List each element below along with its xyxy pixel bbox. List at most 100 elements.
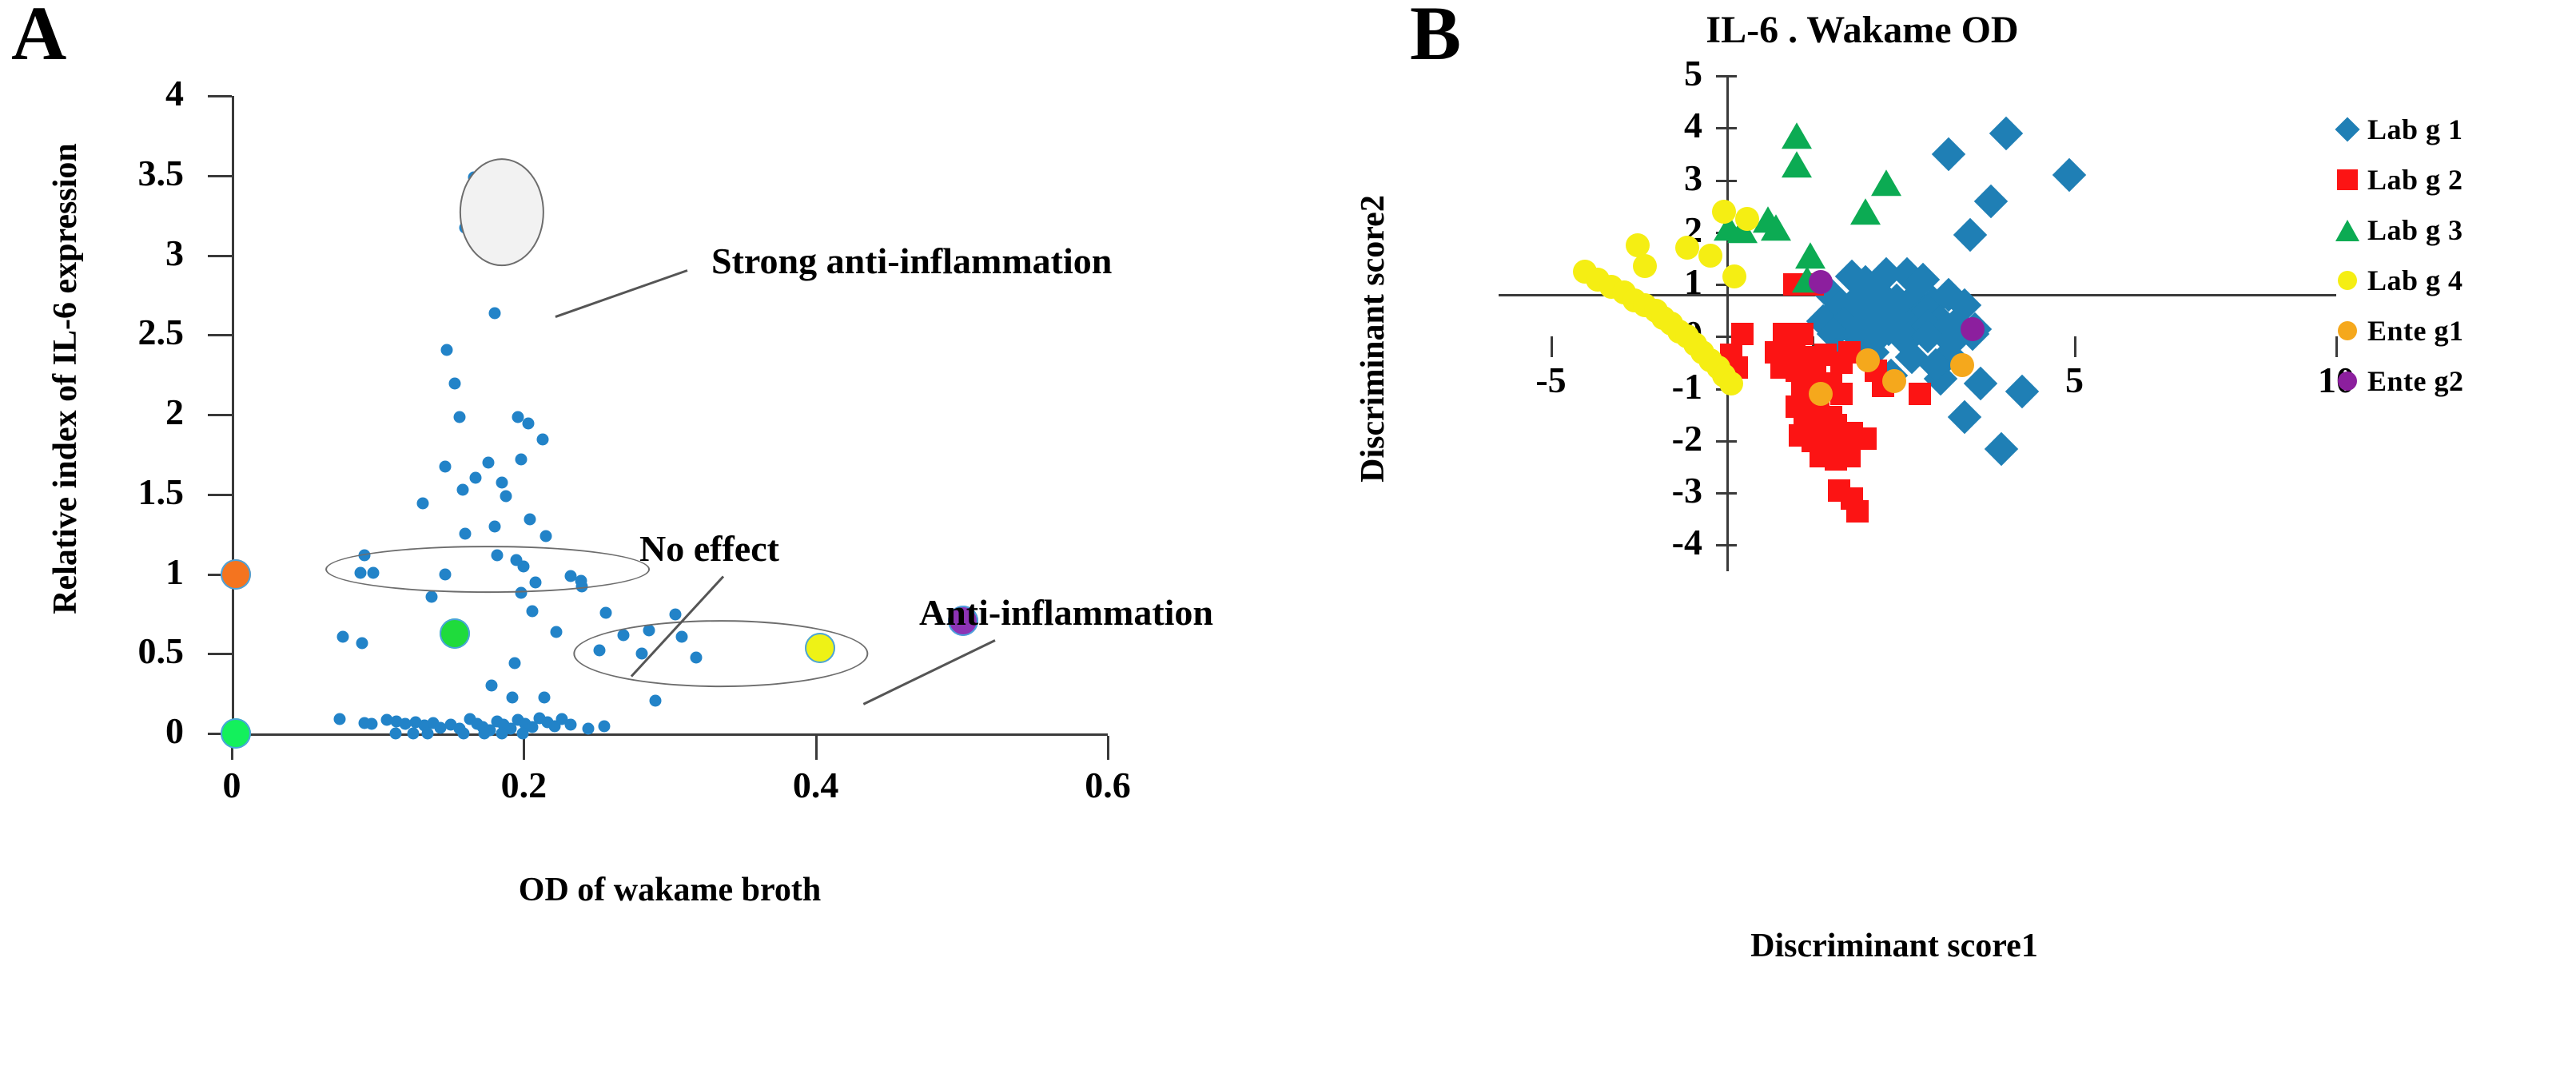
panel-a-x-tick (1107, 736, 1109, 760)
panel-b-point-square (1790, 323, 1814, 346)
panel-b-point-triangle (1849, 198, 1881, 225)
panel-a-x-tick-label: 0 (222, 765, 241, 805)
panel-b-x-tick (2335, 336, 2338, 358)
panel-a-data-point (496, 476, 508, 489)
panel-a-data-point (478, 727, 491, 740)
panel-b-point-circle (1855, 348, 1880, 372)
panel-b-y-tick-label: 5 (1684, 53, 1702, 93)
panel-a-y-tick-label: 1.5 (137, 471, 185, 512)
panel-a-data-point (538, 691, 551, 704)
panel-b-y-axis-line (1726, 76, 1729, 571)
panel-b-x-tick (1550, 336, 1553, 358)
panel-b-point-circle (1698, 244, 1723, 268)
panel-a-data-point (516, 727, 528, 740)
panel-a-data-point (500, 490, 512, 503)
panel-b-point-diamond (1989, 116, 2024, 150)
panel-a-y-tick (208, 653, 232, 656)
legend-item-4[interactable]: Lab g 4 (2334, 255, 2574, 305)
panel-a-highlight-point (440, 618, 471, 650)
panel-a-data-point (439, 460, 452, 473)
panel-a-data-point (512, 411, 524, 423)
panel-a-data-point (550, 626, 563, 638)
panel-a-data-point (522, 417, 535, 430)
panel-b-title: IL-6 . Wakame OD (1706, 9, 2019, 51)
panel-a-data-point (669, 608, 682, 621)
panel-b-y-tick-label: -4 (1671, 522, 1702, 563)
panel-a-data-point (508, 657, 521, 670)
panel-b-point-square (1853, 427, 1877, 450)
legend-label-6: Ente g2 (2367, 364, 2464, 397)
panel-a-data-point (524, 513, 536, 526)
panel-a-x-axis-label: OD of wakame broth (518, 872, 822, 908)
panel-b-point-square (1730, 323, 1754, 346)
panel-a-data-point (515, 453, 528, 466)
panel-b-point-square (1909, 383, 1932, 406)
panel-a-annotation-no_effect: No effect (639, 528, 779, 569)
legend-label-1: Lab g 1 (2367, 113, 2463, 145)
panel-b-y-axis-label: Discriminant score2 (1355, 195, 1392, 483)
panel-a-data-point (496, 727, 508, 740)
panel-a-x-tick (523, 736, 526, 760)
panel-b: B IL-6 . Wakame OD 543210-1-2-3-4-50510 … (1295, 0, 2576, 1069)
legend-symbol-circle-icon (2334, 317, 2361, 344)
legend-item-3[interactable]: Lab g 3 (2334, 205, 2574, 255)
panel-a-data-point (440, 344, 453, 356)
legend-label-3: Lab g 3 (2367, 213, 2463, 246)
panel-a-x-tick-label: 0.2 (500, 765, 547, 805)
legend-label-4: Lab g 4 (2367, 264, 2463, 296)
panel-a-data-point (459, 527, 472, 540)
panel-b-point-circle (1722, 264, 1746, 289)
panel-b-x-tick-label: 5 (2065, 360, 2084, 401)
panel-a-annotation-strong: Strong anti-inflammation (711, 240, 1113, 281)
panel-b-y-tick-label: -1 (1671, 365, 1702, 407)
panel-a-y-tick (208, 174, 232, 177)
panel-a-y-tick-label: 3.5 (137, 152, 185, 193)
panel-b-point-circle (1711, 199, 1736, 224)
panel-a-ellipse-strong-anti-inflammation (459, 157, 545, 267)
panel-a-ellipse-anti-inflammation (573, 620, 869, 688)
panel-a-data-point (506, 691, 519, 704)
panel-b-x-axis-label: Discriminant score1 (1750, 928, 2038, 964)
legend-symbol-triangle-icon (2334, 217, 2361, 244)
panel-a-data-point (365, 717, 378, 730)
panel-a-data-point (434, 721, 447, 734)
panel-b-point-square (1845, 499, 1869, 523)
panel-b-x-tick-label: -5 (1535, 360, 1567, 401)
panel-b-y-tick-label: -3 (1671, 470, 1702, 511)
panel-b-y-tick (1716, 544, 1737, 547)
panel-b-point-triangle (1761, 213, 1792, 240)
panel-b-point-circle (1633, 254, 1658, 279)
panel-a-data-point (389, 727, 402, 740)
legend-item-5[interactable]: Ente g1 (2334, 305, 2574, 356)
panel-a-x-tick (814, 736, 818, 760)
legend-symbol-circle-icon (2334, 368, 2361, 395)
panel-b-point-circle (1625, 233, 1650, 258)
panel-b-legend: Lab g 1 Lab g 2 Lab g 3 Lab g 4 Ente g1 Ente … (2334, 104, 2574, 406)
panel-b-point-diamond (1973, 184, 2008, 218)
legend-item-2[interactable]: Lab g 2 (2334, 154, 2574, 205)
panel-a-letter: A (11, 0, 67, 76)
panel-a-data-point (536, 433, 549, 446)
panel-b-y-tick-label: 4 (1684, 105, 1702, 146)
panel-a-x-axis-line (232, 733, 1108, 736)
legend-item-1[interactable]: Lab g 1 (2334, 104, 2574, 154)
panel-b-point-diamond (1953, 217, 1987, 252)
panel-a-data-point (425, 590, 438, 603)
panel-a-data-point (598, 720, 611, 733)
panel-b-point-diamond (1984, 431, 2019, 466)
panel-a-data-point (356, 637, 368, 650)
panel-b-y-tick (1716, 439, 1737, 443)
legend-item-6[interactable]: Ente g2 (2334, 356, 2574, 406)
panel-a-data-point (421, 727, 434, 740)
panel-a-x-tick-label: 0.4 (792, 765, 839, 805)
legend-label-2: Lab g 2 (2367, 163, 2463, 196)
panel-a-ellipse-no-effect (324, 545, 650, 594)
panel-b-y-tick (1716, 179, 1737, 182)
panel-a-data-point (485, 679, 498, 692)
panel-b-point-circle (1881, 368, 1906, 393)
panel-a-y-tick-label: 0.5 (137, 630, 185, 672)
panel-a-y-tick-label: 2 (165, 391, 184, 432)
panel-a-y-tick-label: 0 (165, 710, 184, 751)
panel-a-highlight-point (948, 606, 979, 637)
